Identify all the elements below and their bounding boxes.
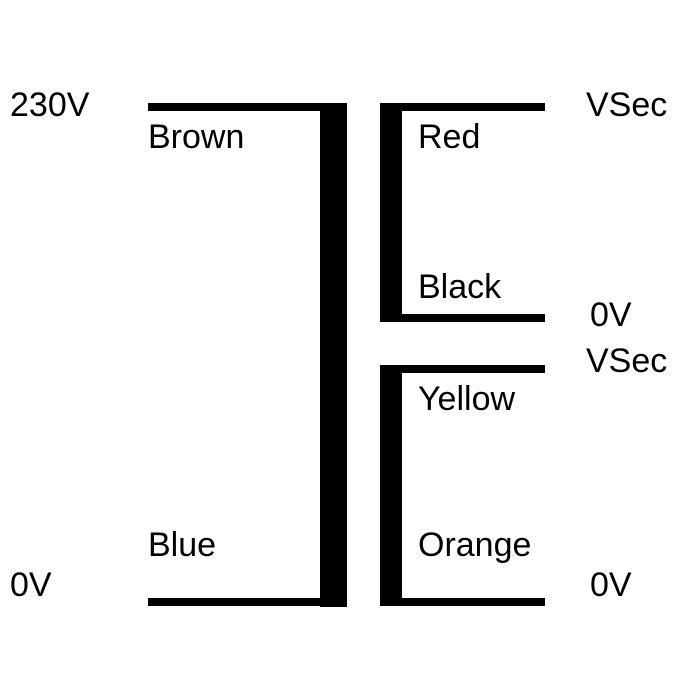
primary-top-voltage-label: 230V xyxy=(10,86,90,124)
primary-winding-bar xyxy=(320,103,347,607)
secondary1-bottom-voltage-label: 0V xyxy=(590,296,632,334)
secondary2-bottom-voltage-label: 0V xyxy=(590,566,632,604)
secondary1-top-voltage-label: VSec xyxy=(586,86,668,124)
orange-wire-label: Orange xyxy=(418,526,532,564)
secondary2-top-voltage-label: VSec xyxy=(586,342,668,380)
secondary2-winding-bar xyxy=(380,365,402,606)
black-wire-line xyxy=(380,314,545,322)
brown-wire-label: Brown xyxy=(148,118,245,156)
brown-wire-line xyxy=(148,103,347,111)
yellow-wire-label: Yellow xyxy=(418,380,516,418)
red-wire-line xyxy=(380,103,545,111)
secondary1-winding-bar xyxy=(380,103,402,322)
black-wire-label: Black xyxy=(418,268,502,306)
primary-bottom-voltage-label: 0V xyxy=(10,566,52,604)
blue-wire-line xyxy=(148,598,347,606)
blue-wire-label: Blue xyxy=(148,526,217,564)
red-wire-label: Red xyxy=(418,118,481,156)
orange-wire-line xyxy=(380,598,545,606)
yellow-wire-line xyxy=(380,365,545,373)
